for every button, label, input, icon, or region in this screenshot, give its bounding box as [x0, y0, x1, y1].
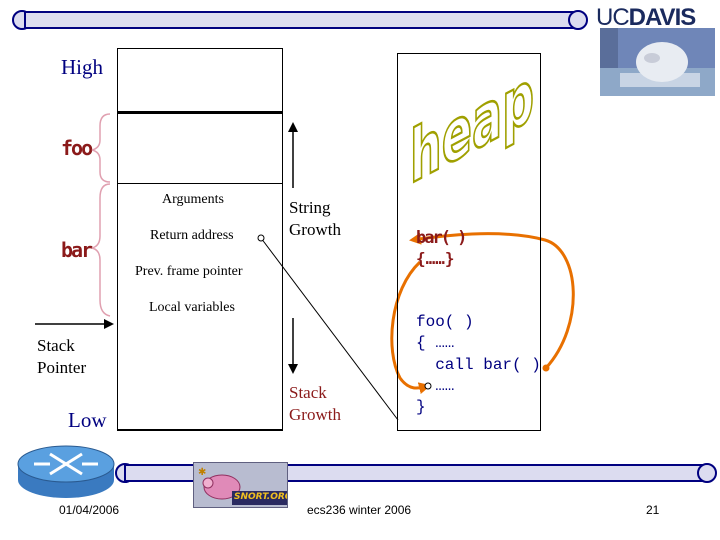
- top-bar: [12, 10, 588, 30]
- campus-photo: [600, 28, 715, 96]
- return-site-dot: [424, 382, 432, 390]
- stack-divider-mid: [117, 183, 283, 184]
- snort-badge: ✱ SNORT.ORG: [193, 462, 288, 508]
- return-to-foo-arrow: [390, 260, 431, 395]
- low-label: Low: [68, 408, 107, 432]
- heap-foo-code-line3: call bar( ): [416, 356, 541, 374]
- bottom-bar-right-knob: [697, 463, 717, 483]
- svg-text:✱: ✱: [198, 467, 206, 478]
- high-label: High: [61, 55, 103, 79]
- heap-foo-code-line5: }: [416, 398, 426, 416]
- top-bar-right-knob: [568, 10, 588, 30]
- bar-bracket: [91, 183, 111, 317]
- footer-course: ecs236 winter 2006: [307, 503, 412, 517]
- router-icon: [17, 445, 115, 498]
- ucdavis-logo: UCDAVIS: [596, 4, 697, 32]
- stack-pointer-label-line1: Stack: [37, 336, 75, 355]
- logo-davis: DAVIS: [628, 4, 697, 31]
- heap-column: [397, 53, 541, 431]
- heap-foo-code-line4: ……: [416, 377, 455, 395]
- stack-pointer-label-line2: Pointer: [37, 358, 87, 377]
- call-bar-arrow: [409, 232, 575, 370]
- foo-bracket: [91, 113, 111, 183]
- string-growth-label-line2: Growth: [289, 220, 341, 239]
- page-number: 21: [646, 503, 660, 517]
- frame-field-prev-frame-pointer: Prev. frame pointer: [135, 264, 243, 279]
- return-address-pointer: [260, 237, 399, 421]
- return-address-pointer-dot: [257, 234, 265, 242]
- stack-growth-label-line2: Growth: [289, 405, 341, 424]
- snort-pig-icon: ✱: [194, 463, 287, 507]
- call-site-dot: [542, 364, 550, 372]
- heap-foo-code-line2: { ……: [416, 334, 455, 352]
- logo-uc: UC: [596, 4, 630, 31]
- stack-divider-top: [117, 111, 283, 114]
- frame-field-arguments: Arguments: [162, 192, 224, 207]
- heap-bar-code-line1: bar( ): [416, 228, 467, 248]
- heap-word: heap: [410, 55, 534, 202]
- footer-date: 01/04/2006: [59, 503, 120, 517]
- foo-label: foo: [61, 136, 93, 160]
- frame-field-return-address: Return address: [150, 228, 234, 243]
- stack-growth-label-line1: Stack: [289, 383, 327, 402]
- heap-foo-code-line1: foo( ): [416, 313, 474, 331]
- snort-badge-text: SNORT.ORG: [234, 492, 288, 502]
- bar-label: bar: [61, 238, 93, 262]
- heap-wordart: heap: [409, 55, 536, 203]
- stack-column: [117, 48, 283, 431]
- heap-bar-code-line2: {……}: [416, 249, 455, 268]
- frame-field-local-variables: Local variables: [149, 300, 235, 315]
- string-growth-label-line1: String: [289, 198, 331, 217]
